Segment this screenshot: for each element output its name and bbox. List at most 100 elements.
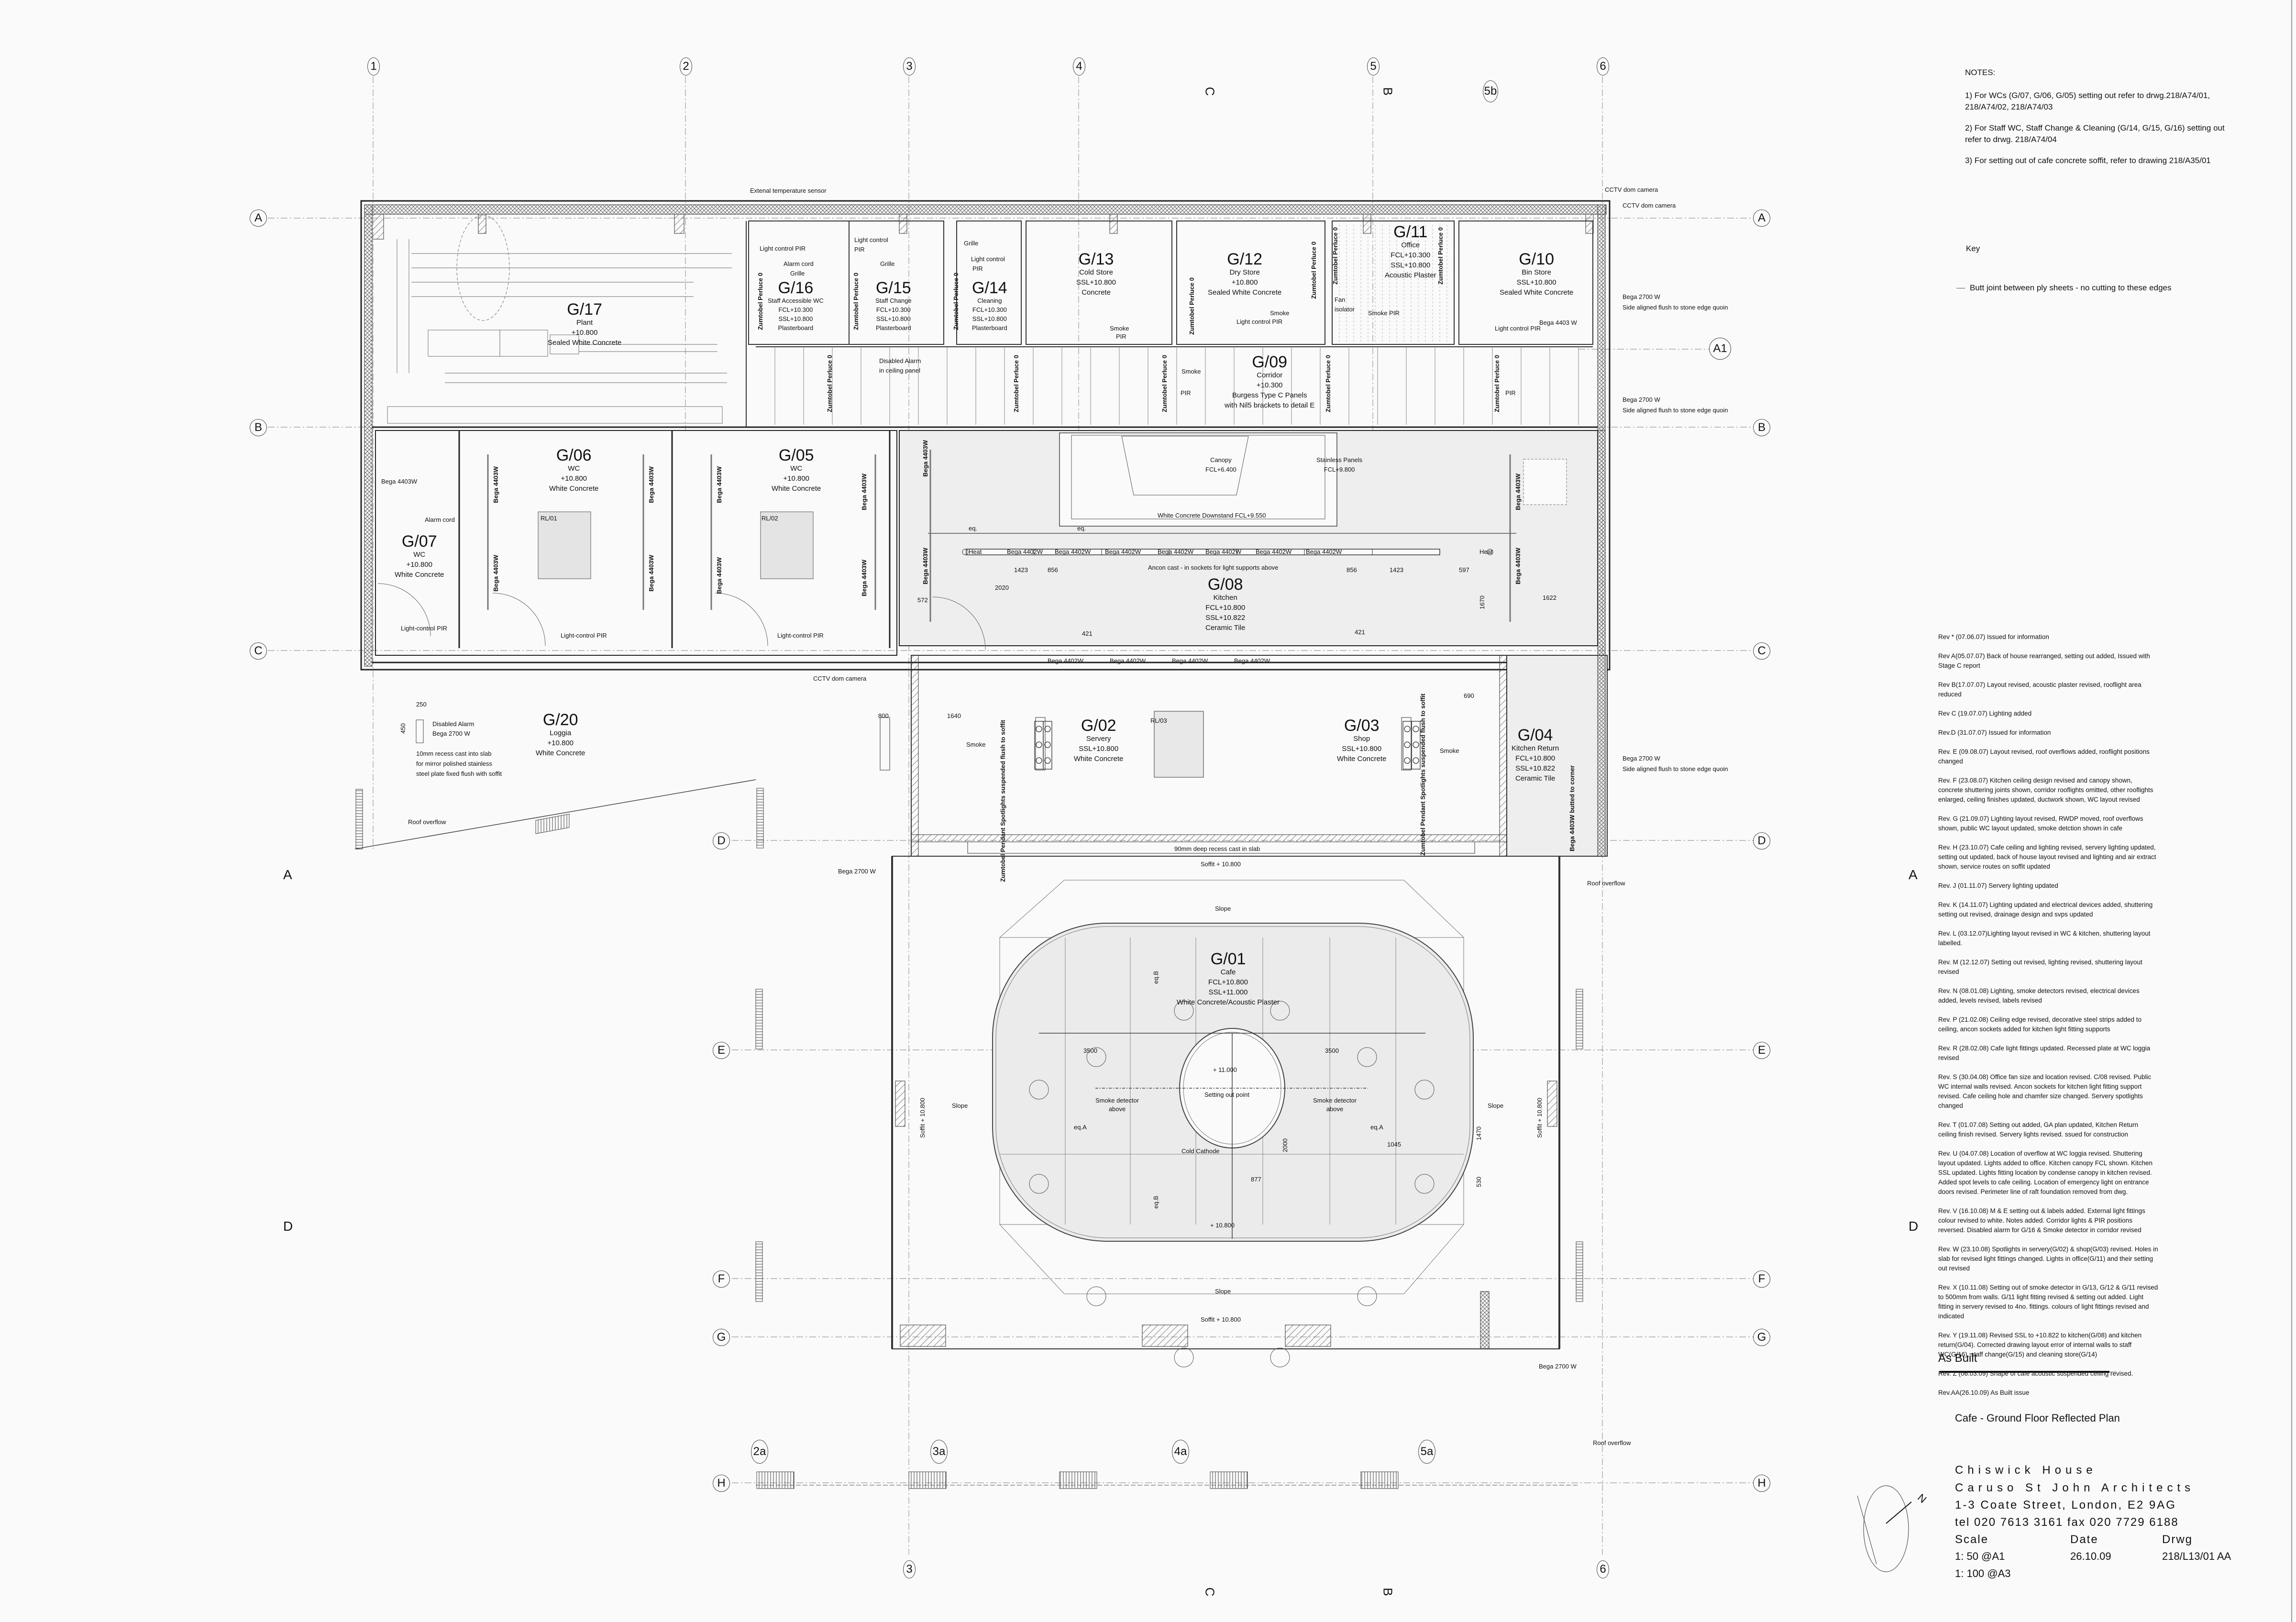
loggia-area — [354, 719, 764, 850]
room-id: G/16 — [778, 279, 814, 297]
office-acoustic-plaster-grid — [1339, 225, 1447, 342]
room-id: G/03 — [1344, 717, 1380, 735]
label-line: Zumtobel Pendant Spotlights — [1419, 769, 1426, 856]
dim-2020: 2020 — [995, 584, 1009, 591]
room-name: Servery — [1086, 735, 1111, 743]
revision-row: Rev. U (04.07.08) Location of overflow a… — [1938, 1150, 2153, 1195]
fitting-label: Bega 2700 W — [1623, 396, 1660, 403]
project-name: Chiswick House — [1955, 1464, 2097, 1477]
room-name: WC — [790, 464, 803, 473]
revision-row: Rev. Y (19.11.08) Revised SSL to +10.822… — [1938, 1332, 2142, 1358]
revision-row: Rev. V (16.10.08) M & E setting out & la… — [1938, 1207, 2145, 1234]
zumtobel-label-g09-1: Zumtobel Perluce 0 — [826, 355, 833, 412]
kitchen-area — [899, 430, 1598, 650]
room-name: Cold Store — [1079, 268, 1113, 276]
label-line: suspended flush to soffit — [999, 720, 1006, 794]
label-line: Canopy — [1210, 456, 1232, 463]
notes-heading: NOTES: — [1965, 68, 1996, 77]
grid-row-C-left: C — [250, 642, 267, 660]
grid-row-F-left: F — [713, 1270, 730, 1288]
dim-3500-right: 3500 — [1325, 1047, 1339, 1054]
zumtobel-label-g16: Zumtobel Perluce 0 — [757, 273, 764, 330]
drawing-number: 218/L13/01 AA — [2162, 1550, 2231, 1562]
room-finish: White Concrete — [549, 485, 599, 493]
bega-4403-g05-a: Bega 4403W — [716, 466, 723, 503]
grid-label: 5b — [1484, 85, 1497, 98]
soffit-label-left: Soffit + 10.800 — [919, 1098, 926, 1138]
fan-g11: Fan — [1335, 296, 1346, 303]
dim-1640: 1640 — [947, 712, 961, 719]
room-id: G/20 — [542, 711, 578, 729]
zumtobel-pendant-shop: Zumtobel Pendant Spotlights suspended fl… — [1419, 694, 1426, 856]
revision-row: Rev. M (12.12.07) Setting out revised, l… — [1938, 959, 2142, 975]
sheet-border — [2291, 0, 2292, 1622]
bega-4403-kitchen-left-b: Bega 4403W — [922, 548, 929, 585]
room-name: Plant — [576, 319, 593, 327]
room-id: G/02 — [1081, 717, 1116, 735]
north-arrow-icon — [1857, 1485, 1912, 1572]
grid-row-A1-right: A1 — [1709, 338, 1731, 360]
grid-bubble-5b: 5b — [1483, 80, 1498, 102]
light-control-pir-g10: Light control PIR — [1495, 325, 1541, 332]
bega-4402-servery-4: Bega 4402W — [1234, 657, 1270, 664]
bega-4402-4: Bega 4402W — [1158, 548, 1194, 555]
grid-row-D-left: D — [713, 832, 730, 850]
bega-4403-kitchen-left-a: Bega 4403W — [922, 440, 929, 477]
grid-label: 1 — [370, 60, 377, 73]
smoke-shop: Smoke — [1440, 747, 1459, 754]
zumtobel-label-g09-3: Zumtobel Perluce 0 — [1161, 355, 1168, 412]
section-mark-b-top: B — [1380, 87, 1395, 96]
scale-label: Scale — [1955, 1533, 1989, 1546]
grid-label: D — [717, 834, 726, 847]
pir-g09: PIR — [1181, 389, 1191, 397]
fitting-label: Bega 2700 W — [1623, 755, 1660, 762]
section-mark-b-bottom: B — [1380, 1588, 1395, 1596]
revision-row: Rev. F (23.08.07) Kitchen ceiling design… — [1938, 777, 2153, 803]
pir-g14: PIR — [972, 265, 983, 272]
dim-1470: 1470 — [1475, 1126, 1482, 1140]
bega-4403-g05-b: Bega 4403W — [716, 557, 723, 594]
section-mark-a-left: A — [283, 867, 292, 882]
room-name: Office — [1401, 241, 1420, 249]
bega-4402-servery-3: Bega 4402W — [1172, 657, 1208, 664]
revision-row: Rev. X (10.11.08) Setting out of smoke d… — [1938, 1284, 2158, 1320]
label-line: above — [1326, 1105, 1344, 1113]
section-mark-d-right: D — [1909, 1219, 1919, 1234]
grid-row-B-right: B — [1753, 419, 1770, 436]
light-control-pir-g12: Light control PIR — [1236, 318, 1283, 325]
revision-row: Rev. P (21.02.08) Ceiling edge revised, … — [1938, 1016, 2141, 1033]
room-id: G/04 — [1517, 726, 1553, 744]
room-id: G/17 — [567, 300, 602, 319]
label-line: Disabled Alarm — [432, 720, 475, 728]
zumtobel-label-g14: Zumtobel Perluce 0 — [952, 273, 960, 330]
grid-bubble-6: 6 — [1597, 57, 1609, 76]
room-id: G/06 — [556, 446, 592, 464]
grid-label: C — [254, 644, 263, 657]
rl03-label: RL/03 — [1150, 717, 1167, 724]
revision-row: Rev. N (08.01.08) Lighting, smoke detect… — [1938, 987, 2140, 1004]
heat-label-left: Heat — [969, 548, 982, 555]
label-line: Bega 4403W — [1568, 815, 1576, 851]
servery-shop-block — [880, 655, 1608, 857]
room-level: +10.800 — [571, 329, 598, 337]
room-partitions-top — [746, 221, 1593, 427]
room-id: G/14 — [972, 279, 1007, 297]
bega-4402-7: Bega 4402W — [1306, 548, 1342, 555]
revision-row: Rev. S (30.04.08) Office fan size and lo… — [1938, 1073, 2152, 1109]
grid-row-G-right: G — [1753, 1329, 1770, 1346]
dim-856-right: 856 — [1347, 566, 1357, 574]
